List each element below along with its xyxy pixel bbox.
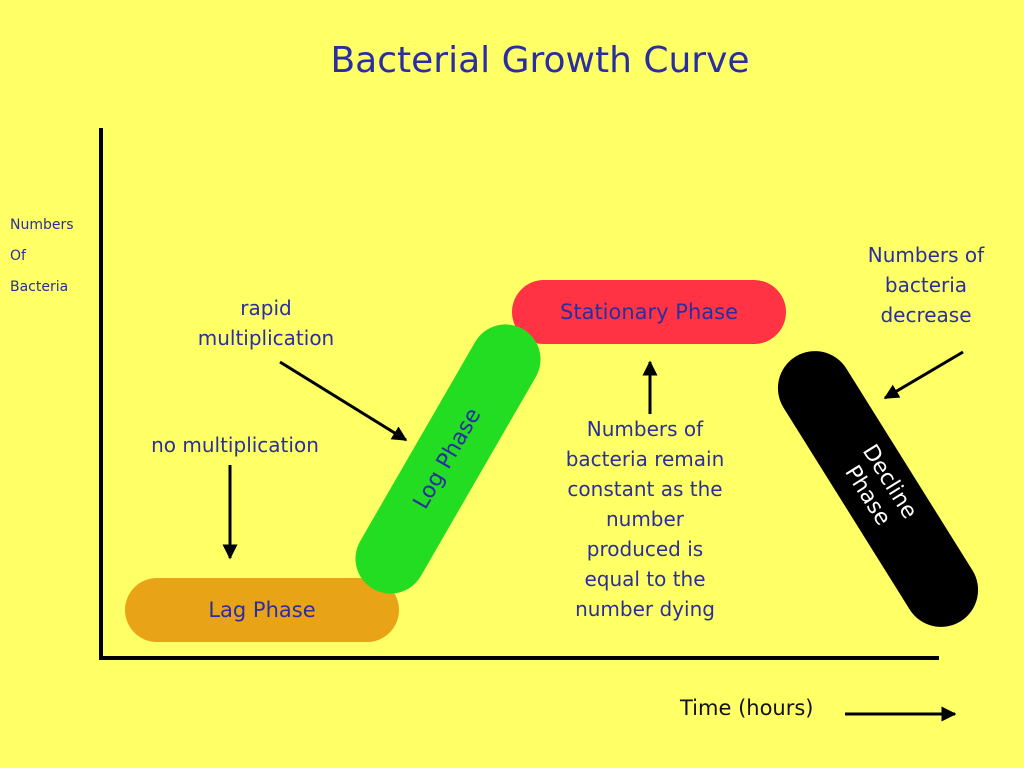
rapid-multiplication-line-2: multiplication (197, 326, 335, 350)
rapid-multiplication-line-1: rapid (240, 296, 292, 320)
stationary-phase-pill: Stationary Phase (512, 280, 786, 344)
stationary-phase-label: Stationary Phase (560, 300, 738, 324)
rapid-multiplication-note: rapid multiplication (166, 293, 366, 353)
y-axis-label-line-1: Numbers (10, 217, 74, 233)
decrease-note-line-2: bacteria (884, 273, 968, 297)
decrease-note-line-1: Numbers of (867, 243, 985, 267)
constant-note-line-1: Numbers of (586, 417, 704, 441)
decrease-arrow (883, 350, 964, 400)
x-axis-line (99, 656, 939, 660)
y-axis-label-line-2: Of (10, 248, 26, 264)
y-axis-line (99, 128, 103, 660)
constant-note-line-6: equal to the (584, 567, 706, 591)
decrease-note: Numbers of bacteria decrease (836, 240, 1016, 330)
diagram-title: Bacterial Growth Curve (330, 40, 750, 81)
lag-phase-label: Lag Phase (208, 598, 316, 622)
rapid-multiplication-arrow (279, 360, 408, 442)
decrease-note-line-3: decrease (880, 303, 972, 327)
y-axis-label: Numbers Of Bacteria (10, 210, 74, 303)
constant-note-line-3: constant as the (567, 477, 723, 501)
lag-phase-pill: Lag Phase (125, 578, 399, 642)
no-multiplication-note: no multiplication (151, 433, 319, 457)
constant-note-line-7: number dying (575, 597, 715, 621)
constant-note: Numbers of bacteria remain constant as t… (530, 414, 760, 624)
constant-note-line-4: number (605, 507, 685, 531)
constant-note-line-5: produced is (586, 537, 704, 561)
x-axis-label: Time (hours) (680, 696, 814, 720)
y-axis-label-line-3: Bacteria (10, 279, 69, 295)
constant-note-line-2: bacteria remain (565, 447, 725, 471)
